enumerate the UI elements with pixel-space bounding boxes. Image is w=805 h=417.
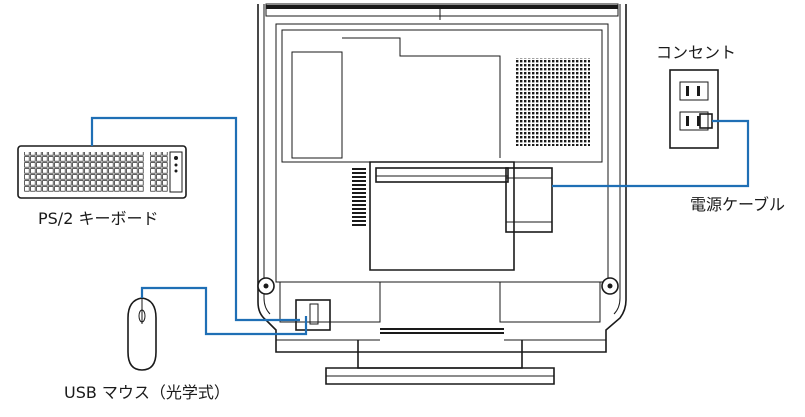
mouse-cable [140,286,308,336]
power-cable-label: 電源ケーブル [690,195,785,214]
vent-grid [516,58,590,146]
keyboard [17,145,187,199]
keyboard-cable [90,116,300,322]
mouse-label: USB マウス（光学式） [64,383,230,402]
connector-panel [295,299,331,331]
monitor-rear [257,3,627,385]
keyboard-label: PS/2 キーボード [38,209,158,228]
wall-outlet [669,69,719,149]
rear-cover-left [291,51,343,159]
power-plug [699,113,713,129]
outlet-label: コンセント [656,43,736,62]
mouse [127,297,157,371]
bottom-grill [380,326,504,336]
side-vent [352,168,366,226]
top-edge [266,5,618,9]
stand-base [325,367,555,385]
cable-holder [505,167,553,233]
power-cable-line [552,119,750,188]
